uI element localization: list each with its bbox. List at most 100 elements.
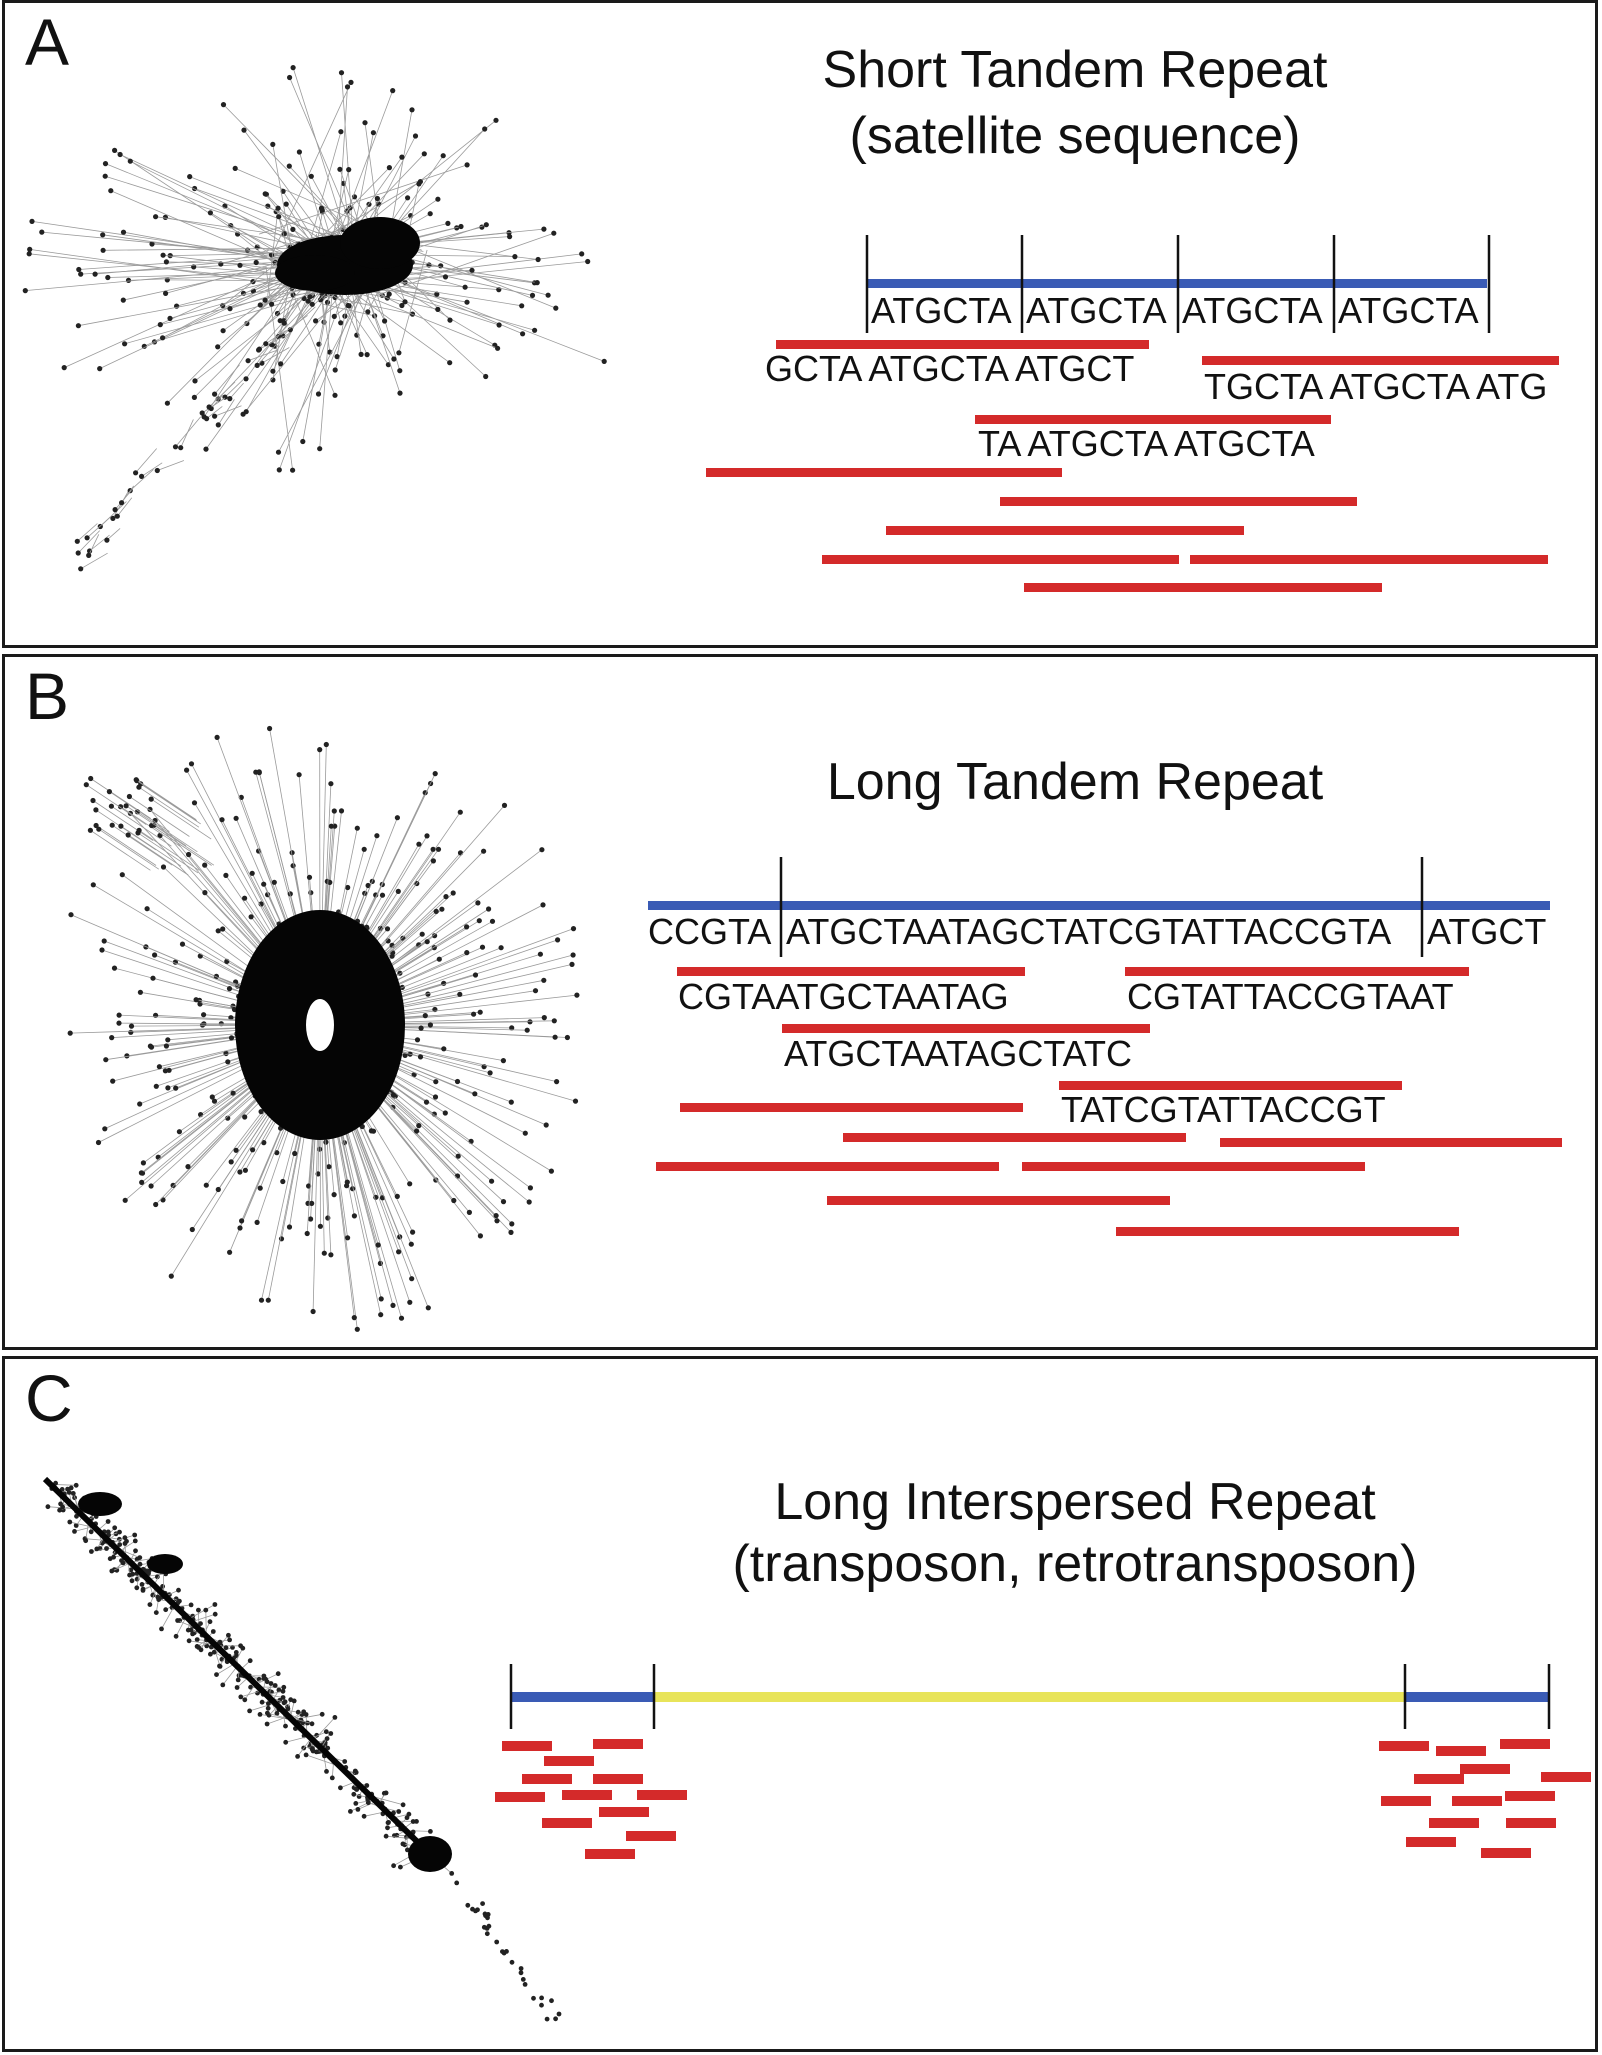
network-node — [152, 952, 157, 957]
network-node — [489, 1179, 494, 1184]
network-node — [154, 1610, 159, 1615]
network-node — [90, 798, 95, 803]
network-node — [348, 80, 353, 85]
network-edge — [132, 1025, 251, 1026]
network-node — [458, 810, 463, 815]
network-node — [401, 1802, 406, 1807]
network-node — [185, 1164, 190, 1169]
network-node — [242, 1114, 247, 1119]
network-node — [473, 972, 478, 977]
network-node — [161, 253, 166, 258]
read-label: ATGCTAATAGCTATC — [784, 1033, 1132, 1074]
network-edge — [136, 449, 157, 473]
network-node — [501, 1199, 506, 1204]
network-node — [494, 1218, 499, 1223]
network-node — [535, 280, 540, 285]
network-node — [451, 1198, 456, 1203]
network-edge — [102, 950, 253, 1000]
network-node — [192, 800, 197, 805]
network-node — [328, 1731, 333, 1736]
network-node — [531, 1996, 536, 2001]
network-node — [108, 188, 113, 193]
network-node — [103, 174, 108, 179]
network-node — [374, 833, 379, 838]
network-node — [338, 320, 343, 325]
panel-title-line-1: Long Interspersed Repeat — [774, 1473, 1376, 1531]
network-edge — [259, 773, 301, 939]
transposon-body — [654, 1692, 1405, 1702]
network-node — [330, 1776, 335, 1781]
network-node — [345, 1235, 350, 1240]
network-spine — [45, 1479, 435, 1859]
network-node — [219, 817, 224, 822]
network-node — [307, 875, 312, 880]
network-node — [528, 1185, 533, 1190]
network-node — [220, 1683, 225, 1688]
network-node — [195, 1637, 200, 1642]
network-node — [424, 833, 429, 838]
network-edge — [70, 1028, 250, 1034]
read-bar — [1379, 1741, 1429, 1751]
network-edge — [106, 1037, 251, 1059]
network-edge — [142, 1079, 265, 1182]
network-node — [123, 1535, 128, 1540]
network-edge — [217, 737, 293, 942]
network-node — [387, 292, 392, 297]
network-node — [276, 1671, 281, 1676]
network-node — [226, 1633, 231, 1638]
network-node — [221, 328, 226, 333]
network-node — [309, 1201, 314, 1206]
network-node — [117, 1530, 122, 1535]
network-node — [100, 232, 105, 237]
read-bar — [1000, 497, 1357, 506]
network-edge — [384, 1062, 526, 1133]
network-node — [457, 992, 462, 997]
network-node — [458, 224, 463, 229]
network-node — [120, 872, 125, 877]
network-node — [85, 535, 90, 540]
network-node — [39, 230, 44, 235]
network-node — [126, 278, 131, 283]
network-node — [382, 318, 387, 323]
network-node — [139, 1180, 144, 1185]
network-node — [291, 863, 296, 868]
network-node — [385, 926, 390, 931]
panel-title-line-2: (transposon, retrotransposon) — [732, 1535, 1417, 1593]
network-node — [297, 772, 302, 777]
network-node — [337, 167, 342, 172]
network-node — [107, 789, 112, 794]
network-node — [541, 227, 546, 232]
network-node — [471, 1012, 476, 1017]
network-node — [150, 976, 155, 981]
network-node — [118, 152, 123, 157]
reference-segment: ATGCTA — [1338, 290, 1479, 331]
network-node — [104, 538, 109, 543]
network-node — [243, 1168, 248, 1173]
network-node — [527, 1199, 532, 1204]
network-edge — [353, 793, 426, 946]
network-node — [261, 882, 266, 887]
network-node — [111, 1555, 116, 1560]
network-node — [224, 1645, 229, 1650]
network-node — [109, 1035, 114, 1040]
network-node — [494, 1940, 499, 1945]
network-node — [418, 1054, 423, 1059]
network-node — [260, 1700, 265, 1705]
network-node — [307, 294, 312, 299]
network-node — [235, 1685, 240, 1690]
network-node — [519, 1970, 524, 1975]
network-node — [469, 1139, 474, 1144]
network-node — [159, 1627, 164, 1632]
network-node — [441, 153, 446, 158]
network-node — [405, 1815, 410, 1820]
network-node — [482, 1925, 487, 1930]
reference-segment: ATGCTA — [1182, 290, 1323, 331]
network-node — [579, 251, 584, 256]
network-node — [174, 1634, 179, 1639]
network-node — [395, 815, 400, 820]
network-node — [324, 1769, 329, 1774]
network-node — [320, 1712, 325, 1717]
network-node — [464, 300, 469, 305]
network-core — [275, 255, 355, 291]
network-node — [530, 293, 535, 298]
